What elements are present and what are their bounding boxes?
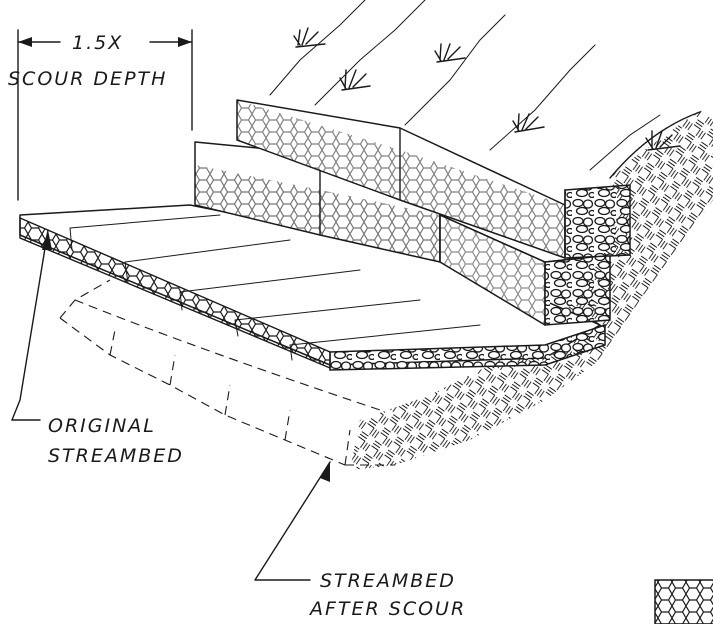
original-streambed-label-1: ORIGINAL bbox=[48, 415, 156, 437]
scour-streambed bbox=[59, 279, 395, 466]
original-streambed-label-2: STREAMBED bbox=[48, 445, 184, 467]
after-scour-label-1: STREAMBED bbox=[320, 570, 456, 592]
scour-width-label: 1.5X bbox=[72, 32, 123, 54]
original-streambed-leader bbox=[11, 229, 52, 421]
after-scour-label-2: AFTER SCOUR bbox=[308, 598, 466, 620]
mesh-detail-symbol bbox=[654, 579, 713, 624]
scour-width-dimension bbox=[17, 29, 193, 201]
slope-lines bbox=[269, 0, 661, 171]
grass-tufts bbox=[293, 27, 681, 151]
top-tier bbox=[236, 99, 631, 259]
base-mattress bbox=[19, 204, 606, 371]
scour-depth-label: SCOUR DEPTH bbox=[8, 68, 167, 90]
after-scour-leader bbox=[254, 461, 331, 581]
